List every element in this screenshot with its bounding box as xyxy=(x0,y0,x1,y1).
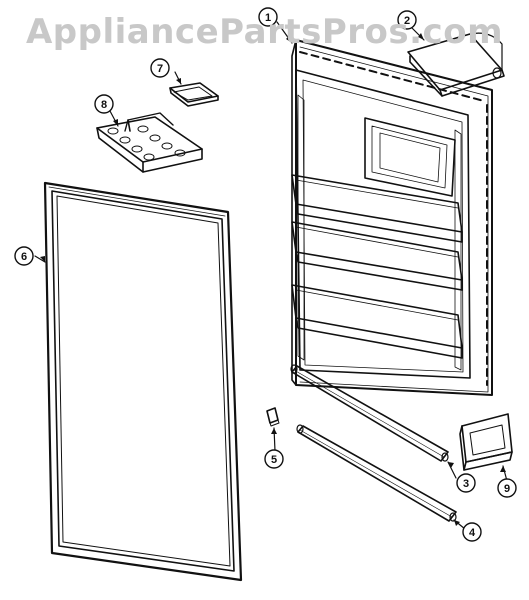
callout-number: 3 xyxy=(463,478,469,490)
callout-circle xyxy=(497,478,517,498)
callout-circle xyxy=(264,449,284,469)
callout-1: 1 xyxy=(258,7,278,27)
callout-circle xyxy=(258,7,278,27)
callout-number: 1 xyxy=(265,12,271,24)
callout-circle xyxy=(397,10,417,30)
callout-number: 9 xyxy=(504,483,510,495)
callout-6: 6 xyxy=(14,246,34,266)
callout-number: 5 xyxy=(271,454,277,466)
callout-4: 4 xyxy=(462,522,482,542)
dairy-door xyxy=(407,32,505,97)
shelf-bar-upper xyxy=(290,364,449,462)
egg-tray xyxy=(96,112,203,173)
callout-9: 9 xyxy=(497,478,517,498)
callout-circle xyxy=(462,522,482,542)
door-gasket xyxy=(43,181,243,582)
callout-circle xyxy=(150,58,170,78)
callout-circle xyxy=(14,246,34,266)
shelf-bar-lower xyxy=(296,424,457,522)
door-liner xyxy=(291,39,493,396)
shelf-clip xyxy=(266,407,280,427)
callout-number: 8 xyxy=(101,99,107,111)
callout-7: 7 xyxy=(150,58,170,78)
callout-number: 6 xyxy=(21,251,27,263)
callout-number: 2 xyxy=(404,15,410,27)
callout-circle xyxy=(94,94,114,114)
callout-number: 4 xyxy=(469,527,476,539)
handle-trim xyxy=(459,413,513,471)
callout-circle xyxy=(456,473,476,493)
small-tray xyxy=(169,82,219,107)
callout-3: 3 xyxy=(456,473,476,493)
callout-5: 5 xyxy=(264,449,284,469)
callout-8: 8 xyxy=(94,94,114,114)
callout-2: 2 xyxy=(397,10,417,30)
callout-number: 7 xyxy=(157,63,163,75)
